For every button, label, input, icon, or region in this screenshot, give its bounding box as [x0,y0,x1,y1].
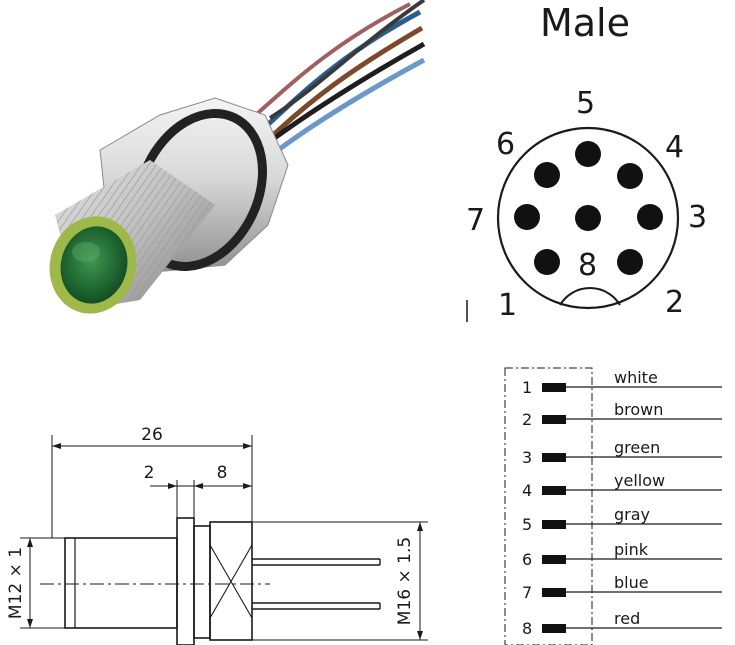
wire-terminal [542,588,566,597]
wiring-frame [504,367,593,645]
pin-label-2: 2 [665,285,684,320]
wire-color-label: white [614,368,658,387]
wire-color-label: green [614,438,660,457]
pin-contact-8 [575,205,601,231]
pin-label-8: 8 [578,248,597,283]
pin-label-5: 5 [576,86,595,121]
pin-contact-6 [534,162,560,188]
wire-row-6: 6 pink [522,540,722,569]
wire-terminal [542,415,566,424]
pin-layout-diagram: Male 1 2 3 4 5 6 7 8 [466,1,707,323]
wire-terminal [542,453,566,462]
pin-label-1: 1 [498,288,517,323]
wiring-legend: 1 white 2 brown 3 green 4 yellow 5 g [504,367,722,645]
wire-color-label: blue [614,573,649,592]
wire-color-label: gray [614,505,650,524]
wire-pin-number: 2 [522,410,532,429]
wire-row-5: 5 gray [522,505,722,534]
wire-row-2: 2 brown [522,400,722,429]
pin-label-3: 3 [688,200,707,235]
wire-pin-number: 8 [522,619,532,638]
flange [176,517,195,645]
wire-terminal [542,383,566,392]
wire-row-4: 4 yellow [522,471,722,500]
wire-pin-number: 7 [522,583,532,602]
coding-key [559,287,621,306]
pin-contact-4 [617,163,643,189]
dim-flange-width: 2 [144,463,155,483]
pin-contact-3 [637,204,663,230]
pin-contact-5 [575,141,601,167]
dimension-drawing [20,435,428,645]
wire-pin-number: 1 [522,378,532,397]
wire-color-label: yellow [614,471,665,490]
wire-pin-number: 5 [522,515,532,534]
dim-nut-width: 8 [217,463,228,483]
pin-contact-2 [617,249,643,275]
pinout-title: Male [540,1,630,45]
hex-nut [209,521,253,641]
wire-terminal [542,520,566,529]
wire-row-3: 3 green [522,438,722,467]
front-thread-body [64,537,178,629]
wire-color-label: red [614,609,640,628]
wire-terminal [542,486,566,495]
wire-pin-number: 4 [522,481,532,500]
wire-terminal [542,624,566,633]
wire-row-7: 7 blue [522,573,722,602]
wire-pin-number: 3 [522,448,532,467]
wire-color-label: pink [614,540,649,559]
wire-pin-number: 6 [522,550,532,569]
dim-overall-length: 26 [141,425,163,445]
pin-label-4: 4 [665,130,684,165]
connector-photo [49,0,426,314]
dim-thread-rear: M16 × 1.5 [395,537,415,625]
wire-row-1: 1 white [522,368,722,397]
wire-color-label: brown [614,400,663,419]
wire-row-8: 8 red [522,609,722,638]
connector-face-outline [496,126,680,310]
pin-label-6: 6 [496,127,515,162]
pin-label-7: 7 [466,203,485,238]
wire-terminal [542,555,566,564]
pin-contact-1 [534,249,560,275]
dim-thread-front: M12 × 1 [6,547,26,619]
pin-contact-7 [514,204,540,230]
